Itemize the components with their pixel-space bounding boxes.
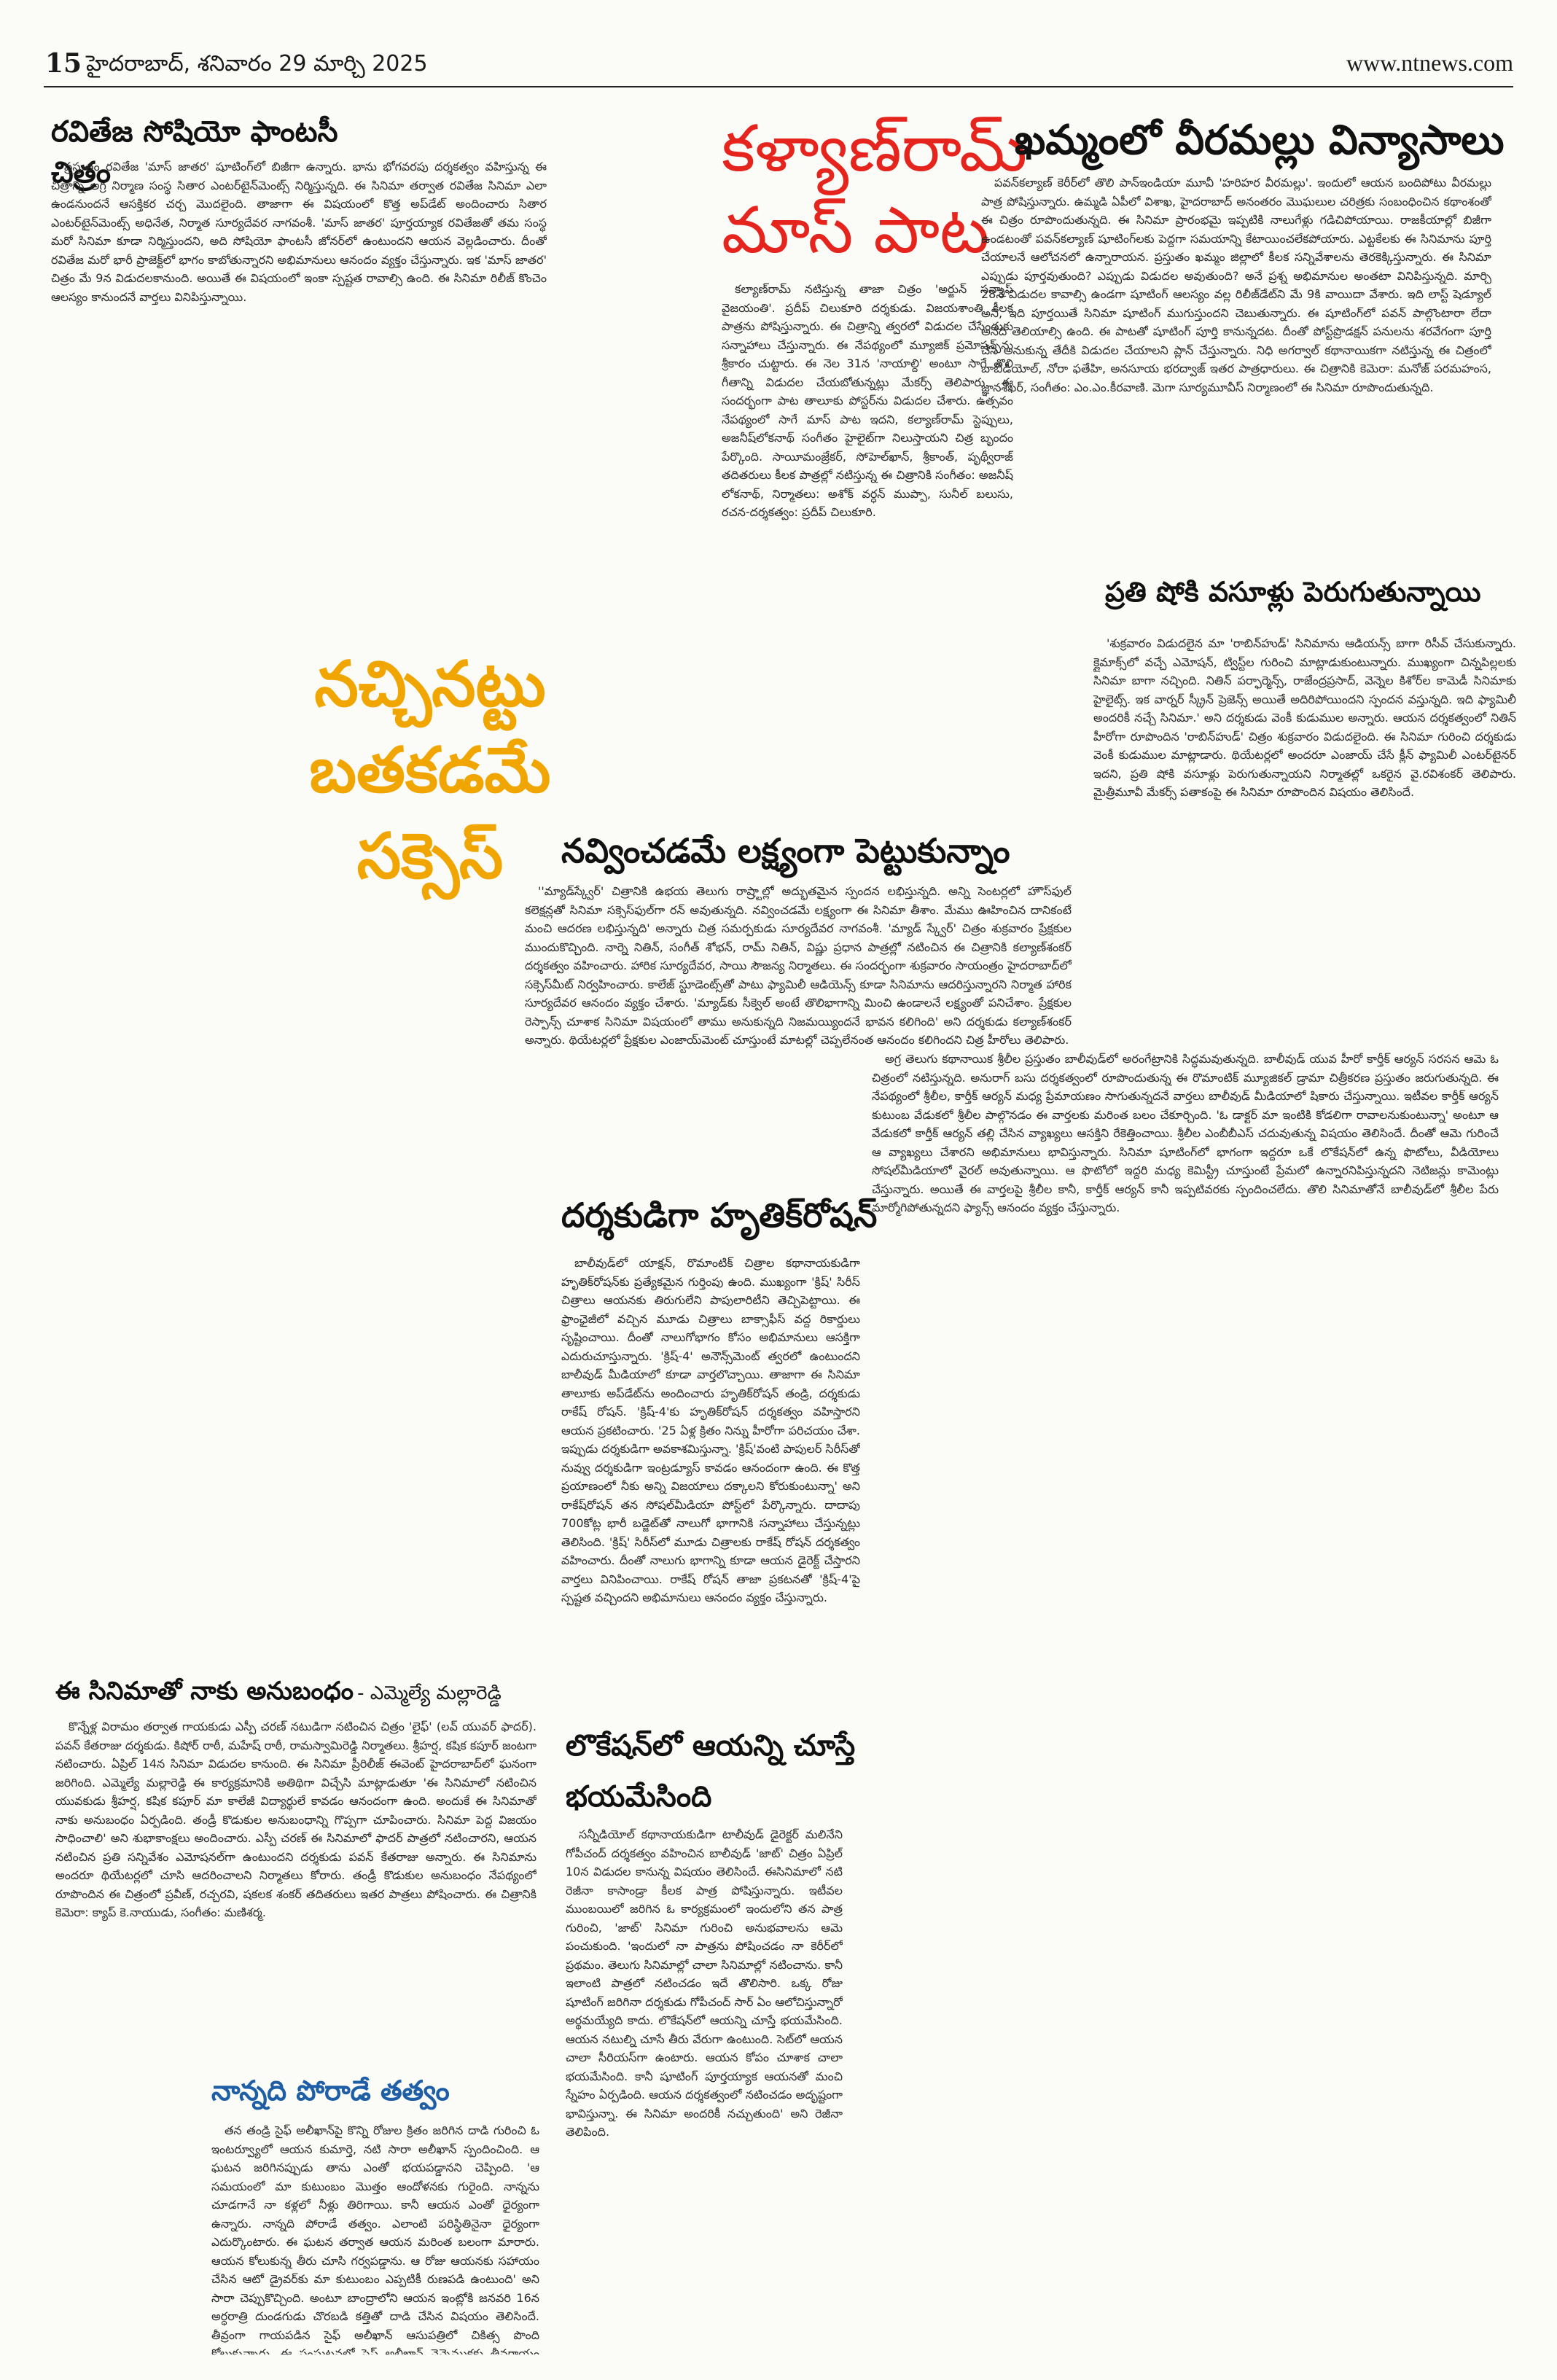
hrithik-body: బాలీవుడ్‌లో యాక్షన్, రొమాంటిక్ చిత్రాల క… (561, 1256, 860, 1604)
raviteja-headline: రవితేజ సోషియో ఫాంటసీ చిత్రం (51, 115, 338, 190)
pratishow-body: 'శుక్రవారం విడుదలైన మా 'రాబిన్‌హుడ్' సిన… (1093, 636, 1516, 799)
anubandham-body: కొన్నేళ్ల విరామం తర్వాత గాయకుడు ఎస్పీ చర… (55, 1720, 536, 1919)
nannandi-headline: నాన్నది పోరాడే తత్వం (211, 2075, 450, 2107)
location-headline: లొకేషన్‌లో ఆయన్ని చూస్తే భయమేసింది (566, 1729, 856, 1814)
dateline: హైదరాబాద్, శనివారం 29 మార్చి 2025 (86, 51, 428, 77)
veeramallu-headline: ఖమ్మంలో వీరమల్లు విన్యాసాలు (1015, 117, 1505, 164)
navvinchadame-headline: నవ్వించడమే లక్ష్యంగా పెట్టుకున్నాం (561, 831, 1010, 870)
nannandi-body: తన తండ్రి సైఫ్ అలీఖాన్‌పై కొన్ని రోజుల క… (211, 2123, 539, 2354)
header-rule (44, 86, 1513, 87)
anubandham-byline: - ఎమ్మెల్యే మల్లారెడ్డి (357, 1682, 502, 1704)
pratishow-headline: ప్రతి షోకి వసూళ్లు పెరుగుతున్నాయి (1105, 576, 1481, 608)
website-url: www.ntnews.com (1346, 50, 1513, 76)
kalyanram-body: కల్యాణ్‌రామ్ నటిస్తున్న తాజా చిత్రం 'అర్… (722, 282, 1013, 519)
location-body: సన్నీడియోల్ కథానాయకుడిగా టాలీవుడ్ డైరెక్… (566, 1827, 843, 2139)
raviteja-body: ప్రస్తుతం రవితేజ 'మాస్ జాతర' షూటింగ్‌లో … (51, 160, 547, 304)
anubandham-headline-row: ఈ సినిమాతో నాకు అనుబంధం - ఎమ్మెల్యే మల్ల… (55, 1677, 536, 1712)
anubandham-headline: ఈ సినిమాతో నాకు అనుబంధం (55, 1677, 354, 1706)
kalyanram-headline: కళ్యాణ్‌రామ్ మాస్ పాట (722, 111, 1028, 268)
page-number: 15 (45, 48, 82, 79)
hrithik-headline: దర్శకుడిగా హృతిక్‌రోషన్ (561, 1195, 878, 1235)
sreeleela-body: అగ్ర తెలుగు కథానాయిక శ్రీలీల ప్రస్తుతం బ… (872, 1052, 1499, 1214)
nachinattu-headline: నచ్చినట్టు బతకడమే సక్సెస్ (309, 648, 551, 893)
navvinchadame-body: ''మ్యాడ్‌స్క్వేర్' చిత్రానికి ఉభయ తెలుగు… (525, 884, 1072, 1047)
veeramallu-body: పవన్‌కల్యాణ్ కెరీర్‌లో తొలి పాన్ఇండియా మ… (981, 176, 1491, 394)
